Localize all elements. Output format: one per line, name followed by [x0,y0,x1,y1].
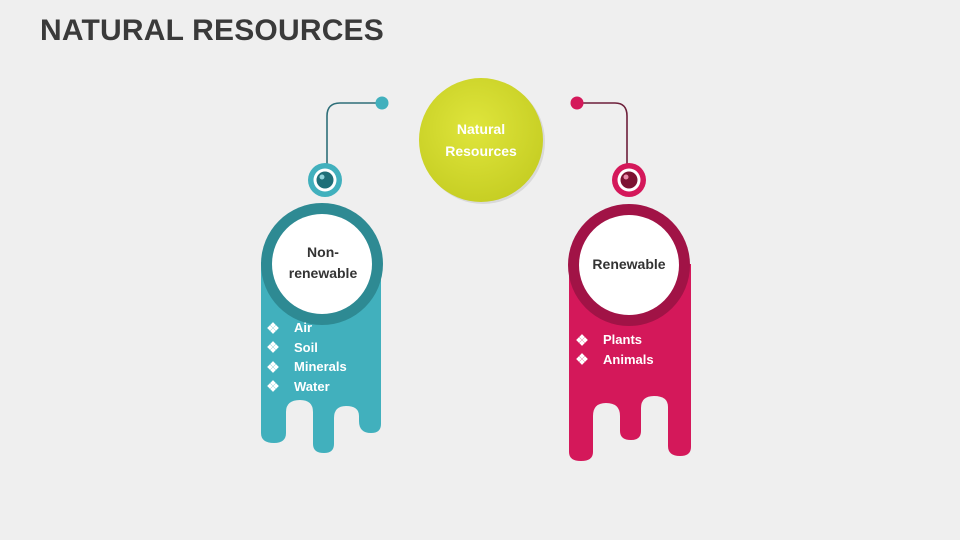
renewable-connector-dot [570,96,584,110]
four-diamond-bullet-icon [267,380,279,393]
list-item: Plants [575,330,654,350]
renewable-ring-inner [579,215,679,315]
four-diamond-bullet-icon [267,360,279,373]
nonrenewable-ring-inner [272,214,372,314]
nonrenewable-connector-line [326,102,381,165]
list-item-label: Water [294,378,330,394]
renewable-label: Renewable [592,255,666,272]
list-item: Air [266,318,347,338]
renewable-connector-line [578,102,628,165]
four-diamond-bullet-icon [267,321,279,334]
list-item-label: Air [294,320,313,335]
nonrenewable-connector-dot [375,96,389,110]
center-label: Natural Resources [445,121,517,159]
list-item: Animals [575,350,654,370]
list-item: Minerals [266,357,347,377]
list-item-label: Animals [603,351,654,367]
list-item-label: Minerals [294,359,347,374]
renewable-list: Plants Animals [575,330,654,369]
four-diamond-bullet-icon [267,341,279,354]
list-item: Soil [266,338,347,358]
page-title: NATURAL RESOURCES [40,14,384,47]
list-item-label: Plants [603,332,643,347]
renewable-node-icon [612,163,646,197]
list-item-label: Soil [294,339,318,355]
center-circle [419,78,543,202]
list-item: Water [266,377,347,397]
four-diamond-bullet-icon [576,333,588,346]
nonrenewable-list: Air Soil Minerals Water [266,318,347,396]
nonrenewable-label: Non- renewable [288,244,358,281]
nonrenewable-node-icon [308,163,342,197]
four-diamond-bullet-icon [576,353,588,366]
